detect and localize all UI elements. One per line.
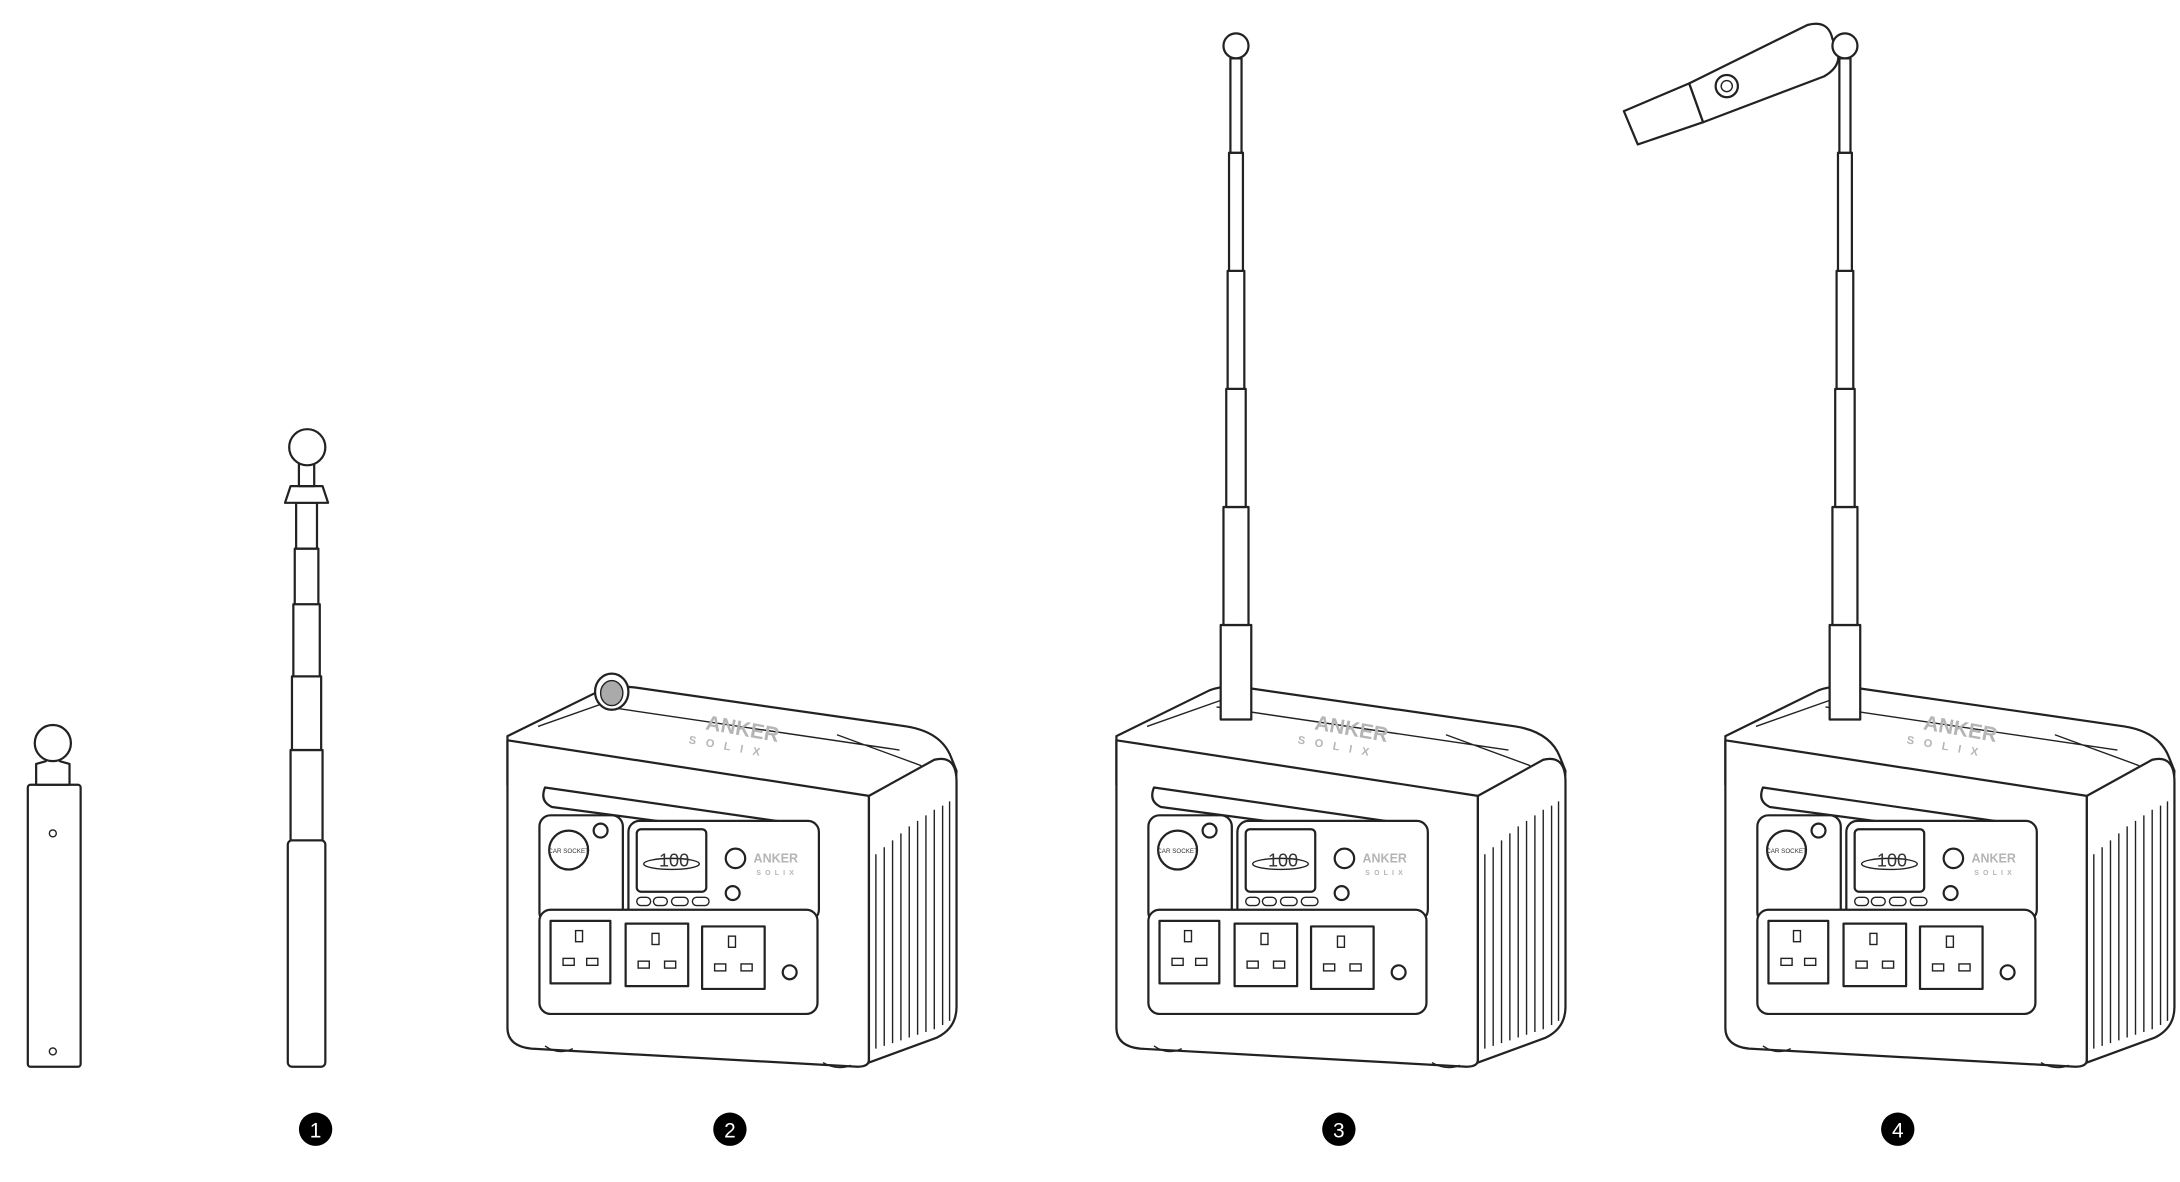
front-sub-brand-logo: SOLIX (1365, 870, 1407, 877)
front-brand-logo: ANKER (1363, 852, 1407, 866)
car-socket-label: CAR SOCKET (1157, 848, 1198, 855)
car-socket-label: CAR SOCKET (1766, 848, 1807, 855)
front-sub-brand-logo: SOLIX (1974, 870, 2016, 877)
power-station-step-2: CAR SOCKET 100 ANKER SOLIX ANKER SOLIX (506, 672, 958, 1069)
svg-text:3: 3 (1333, 1120, 1345, 1143)
step-marker-2: 2 (713, 1112, 747, 1146)
front-brand-logo: ANKER (1971, 852, 2015, 866)
front-sub-brand-logo: SOLIX (756, 870, 798, 877)
svg-text:2: 2 (724, 1120, 736, 1143)
step-marker-3: 3 (1322, 1112, 1356, 1146)
front-brand-logo: ANKER (754, 852, 798, 866)
svg-text:4: 4 (1892, 1120, 1904, 1143)
battery-percent: 100 (659, 851, 689, 871)
power-station-step-4: CAR SOCKET 100 ANKER SOLIX ANKER SOLIX (1622, 22, 2176, 1069)
lamp-head (1622, 22, 1840, 146)
svg-text:1: 1 (310, 1120, 322, 1143)
car-socket-label: CAR SOCKET (548, 848, 589, 855)
battery-percent: 100 (1268, 851, 1298, 871)
mounting-bracket (26, 723, 82, 1068)
telescopic-pole (283, 428, 330, 1068)
power-station-step-3: CAR SOCKET 100 ANKER SOLIX ANKER SOLIX (1115, 32, 1567, 1069)
step-marker-1: 1 (298, 1112, 333, 1146)
battery-percent: 100 (1877, 851, 1907, 871)
step-marker-4: 4 (1881, 1112, 1915, 1146)
